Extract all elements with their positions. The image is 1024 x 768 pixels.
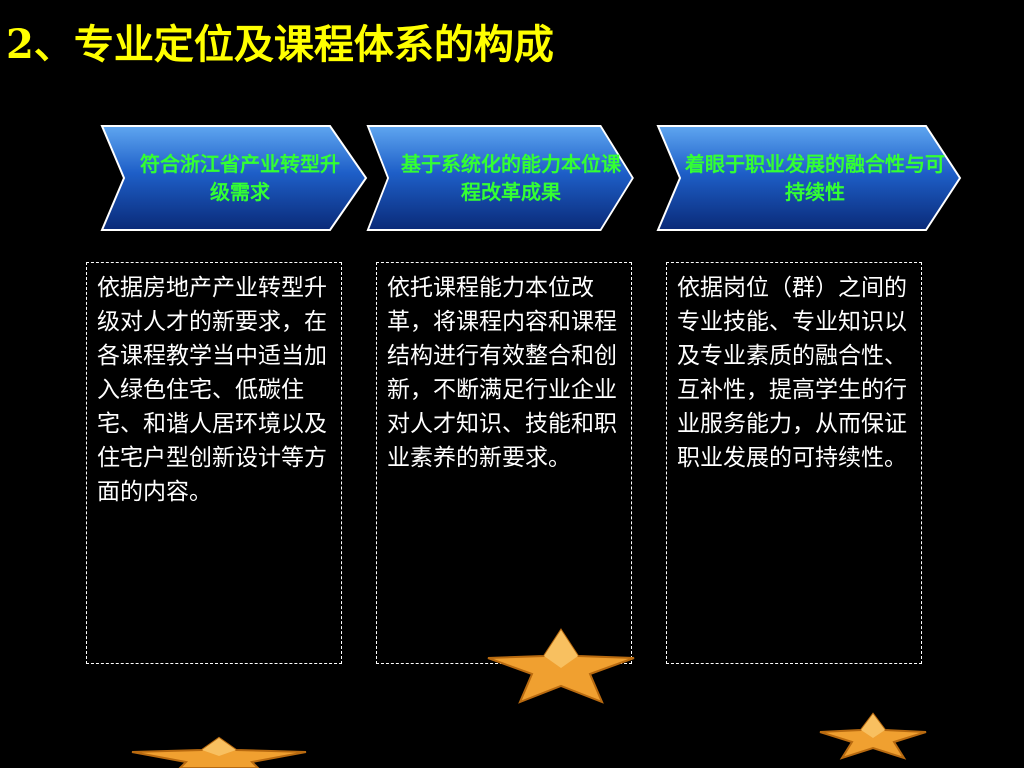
step-2-label: 基于系统化的能力本位课程改革成果 (401, 152, 621, 204)
chevron-arrow-shape (656, 125, 962, 231)
step-3-description: 依据岗位（群）之间的专业技能、专业知识以及专业素质的融合性、互补性，提高学生的行… (677, 275, 907, 471)
slide-title: 2、专业定位及课程体系的构成 (6, 21, 554, 68)
step-2-description-box: 依托课程能力本位改革，将课程内容和课程结构进行有效整合和创新，不断满足行业企业对… (376, 262, 632, 664)
step-3-label: 着眼于职业发展的融合性与可持续性 (685, 152, 945, 204)
chevron-arrow-shape (100, 125, 368, 231)
step-1-chevron: 符合浙江省产业转型升级需求 (100, 124, 368, 232)
chevron-arrow-shape (366, 125, 634, 231)
star-icon (487, 628, 635, 704)
step-2-chevron: 基于系统化的能力本位课程改革成果 (366, 124, 634, 232)
star-icon (819, 712, 927, 760)
step-3-description-box: 依据岗位（群）之间的专业技能、专业知识以及专业素质的融合性、互补性，提高学生的行… (666, 262, 922, 664)
step-1-description-box: 依据房地产产业转型升级对人才的新要求，在各课程教学当中适当加入绿色住宅、低碳住宅… (86, 262, 342, 664)
step-1-label: 符合浙江省产业转型升级需求 (140, 152, 340, 204)
step-1-description: 依据房地产产业转型升级对人才的新要求，在各课程教学当中适当加入绿色住宅、低碳住宅… (97, 275, 327, 505)
star-icon (131, 736, 307, 768)
step-3-chevron: 着眼于职业发展的融合性与可持续性 (656, 124, 962, 232)
step-2-description: 依托课程能力本位改革，将课程内容和课程结构进行有效整合和创新，不断满足行业企业对… (387, 275, 617, 471)
